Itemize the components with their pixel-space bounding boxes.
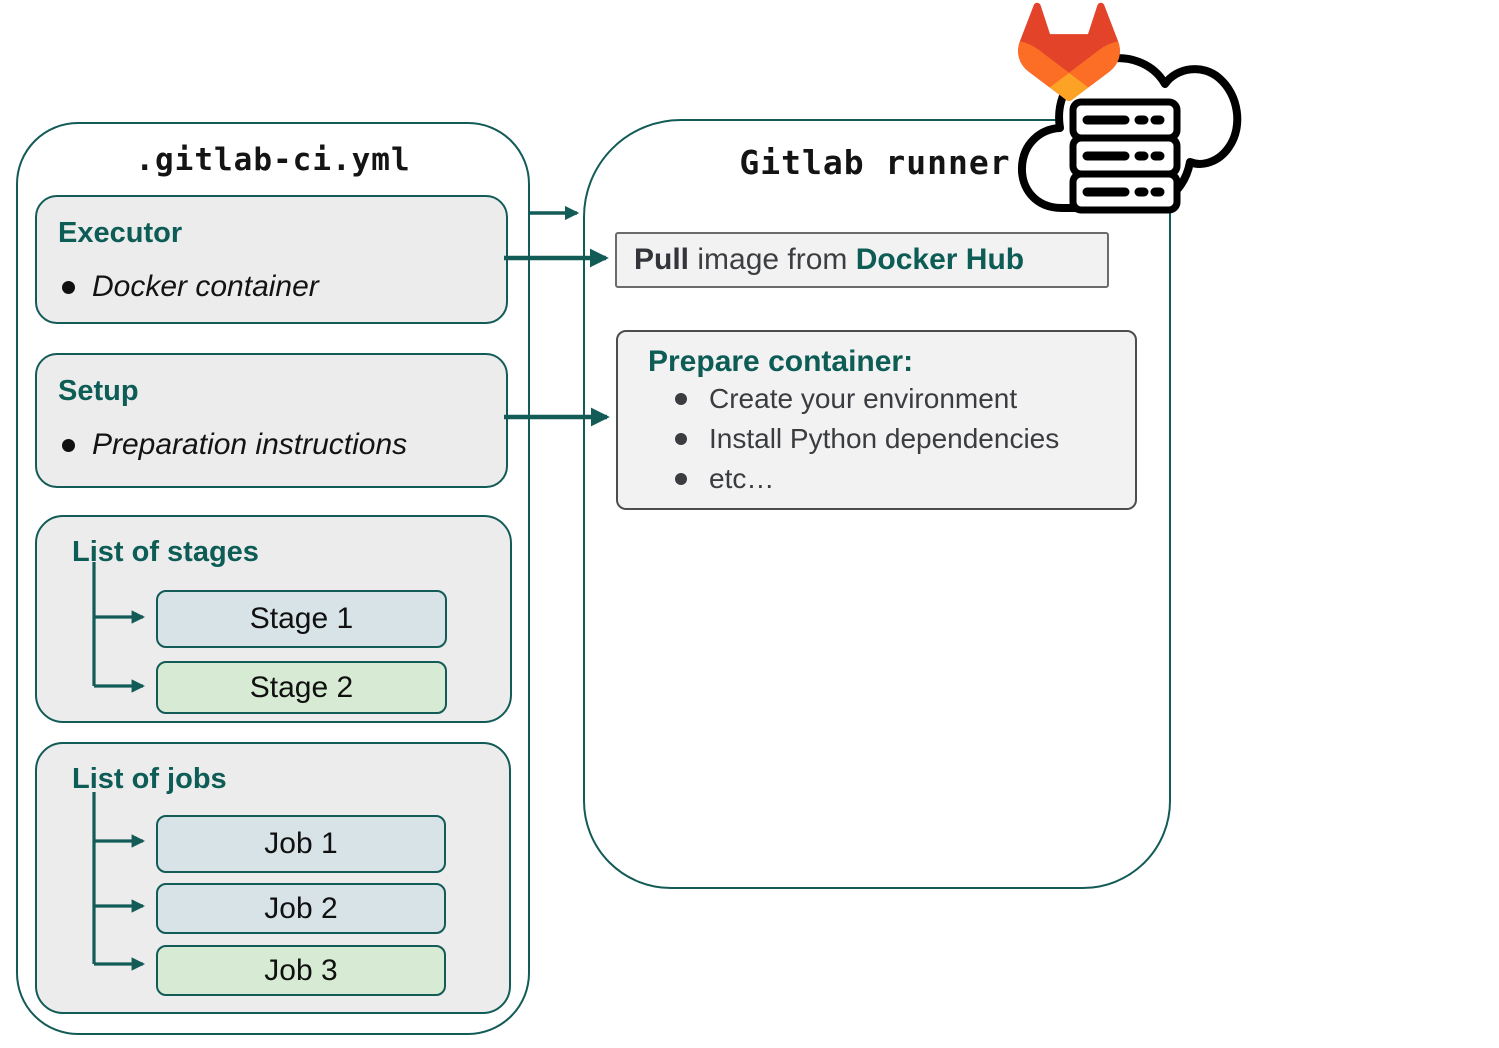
bullet-dot — [675, 473, 687, 485]
executor-item: Docker container — [92, 270, 319, 303]
stage-1-pill: Stage 1 — [156, 590, 447, 648]
pull-text: Pull image from Docker Hub — [634, 243, 1024, 277]
job-3-pill: Job 3 — [156, 945, 446, 996]
executor-bullet-row: Docker container — [62, 270, 506, 304]
bullet-dot — [62, 280, 75, 294]
job-2-pill: Job 2 — [156, 883, 446, 934]
gitlab-ci-yml-title: .gitlab-ci.yml — [135, 142, 411, 178]
executor-title: Executor — [58, 217, 183, 249]
job-1-pill: Job 1 — [156, 815, 446, 873]
pull-middle: image from — [689, 243, 856, 276]
gitlab-ci-yml-container: .gitlab-ci.yml Executor Docker container… — [16, 122, 530, 1035]
bullet-dot — [675, 393, 687, 405]
pull-bold: Pull — [634, 243, 690, 276]
docker-hub-bold: Docker Hub — [855, 243, 1025, 276]
prepare-container-title: Prepare container: — [648, 345, 914, 378]
setup-box: Setup Preparation instructions — [35, 353, 508, 488]
setup-item: Preparation instructions — [92, 428, 408, 461]
prepare-bullet-row: Install Python dependencies — [675, 419, 1135, 459]
prepare-item: Create your environment — [709, 383, 1018, 414]
bullet-dot — [675, 433, 687, 445]
gitlab-runner-container: Gitlab runner Pull image from Docker Hub… — [583, 119, 1171, 889]
list-of-jobs-title: List of jobs — [72, 763, 227, 795]
gitlab-tanuki-logo — [1018, 2, 1120, 101]
setup-bullet-row: Preparation instructions — [62, 428, 506, 462]
pull-image-box: Pull image from Docker Hub — [615, 232, 1109, 288]
prepare-item: Install Python dependencies — [709, 423, 1060, 454]
gitlab-runner-title: Gitlab runner — [739, 143, 1011, 182]
prepare-bullet-row: Create your environment — [675, 379, 1135, 419]
setup-title: Setup — [58, 375, 139, 407]
stage-2-pill: Stage 2 — [156, 661, 447, 714]
list-of-jobs-box: List of jobs Job 1 Job 2 Job 3 — [35, 742, 511, 1014]
prepare-bullet-row: etc… — [675, 459, 1135, 499]
bullet-dot — [62, 438, 75, 452]
prepare-item: etc… — [709, 463, 775, 494]
executor-box: Executor Docker container — [35, 195, 508, 324]
prepare-container-box: Prepare container: Create your environme… — [616, 330, 1137, 510]
list-of-stages-title: List of stages — [72, 536, 259, 568]
list-of-stages-box: List of stages Stage 1 Stage 2 — [35, 515, 512, 723]
